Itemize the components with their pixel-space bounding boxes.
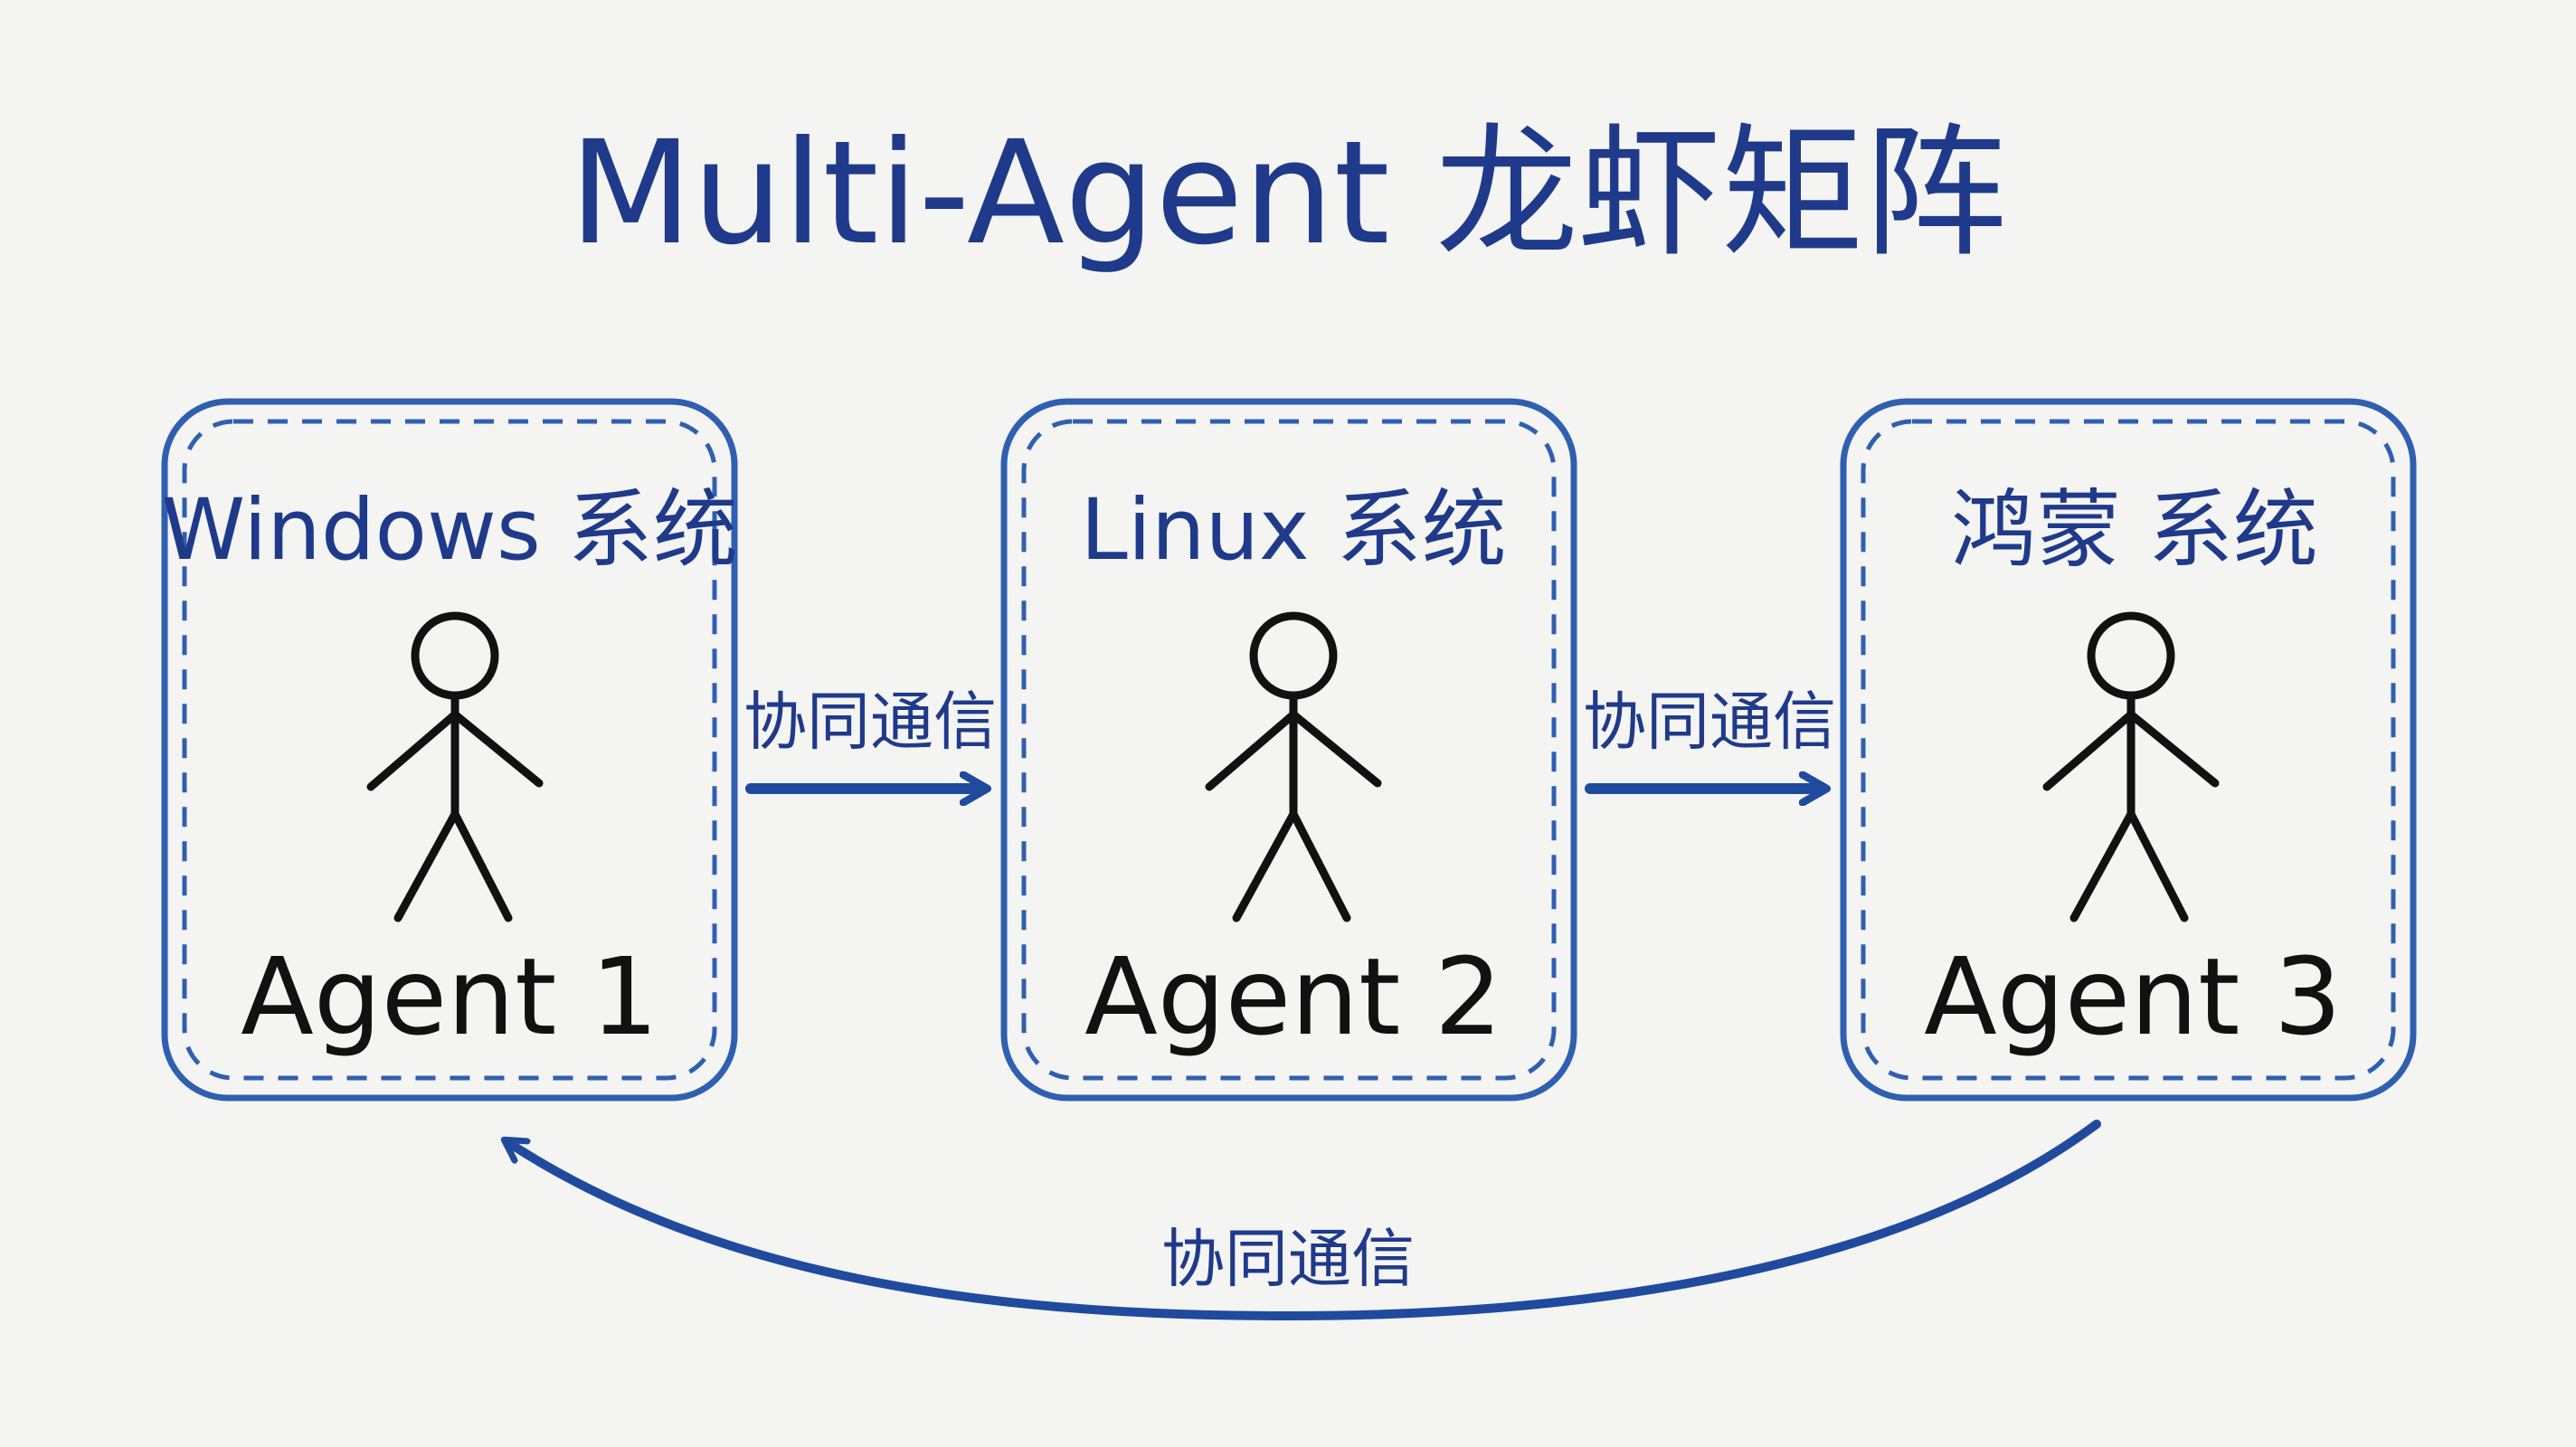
edge-label: 协同通信 [1583, 685, 1836, 759]
agent-figure-icon [366, 611, 544, 922]
system-label: Windows 系统 [161, 481, 737, 580]
curved-arrow-icon [507, 1120, 2101, 1321]
node-linux: Linux 系统 Agent 2 [1000, 398, 1577, 1102]
edge-label: 协同通信 [1161, 1222, 1415, 1296]
agent-label: Agent 3 [1924, 934, 2342, 1059]
agent-figure-icon [1205, 611, 1382, 922]
node-box-dashed [1861, 419, 2396, 1081]
edge-agent3-agent1: 协同通信 [507, 1120, 2101, 1321]
agent-label: Agent 2 [1084, 934, 1502, 1059]
agent-figure-icon [2042, 611, 2220, 922]
node-windows: Windows 系统 Agent 1 [161, 398, 738, 1102]
edge-label: 协同通信 [743, 685, 997, 759]
node-harmonyos: 鸿蒙 系统 Agent 3 [1840, 398, 2417, 1102]
node-box-dashed [1021, 419, 1557, 1081]
node-box-dashed [182, 419, 717, 1081]
agent-label: Agent 1 [241, 934, 658, 1059]
node-box-outer [1840, 398, 2417, 1102]
node-box-outer [1000, 398, 1577, 1102]
system-label: 鸿蒙 系统 [1951, 481, 2318, 580]
system-label: Linux 系统 [1080, 481, 1506, 580]
edge-agent2-agent3: 协同通信 [1583, 685, 1836, 789]
edge-agent1-agent2: 协同通信 [743, 685, 997, 789]
node-box-outer [161, 398, 738, 1102]
diagram-title: Multi-Agent 龙虾矩阵 [569, 110, 2007, 277]
